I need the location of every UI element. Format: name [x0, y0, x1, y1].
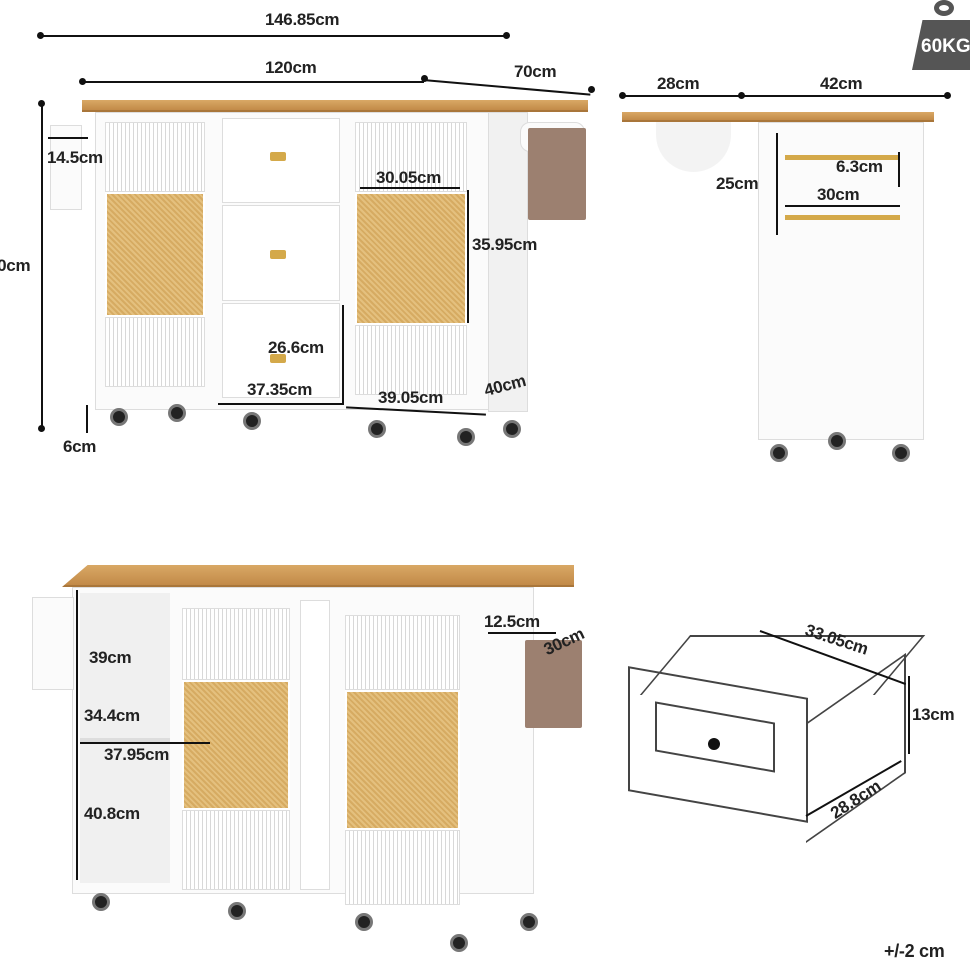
drawer-height-detail-label: 13cm: [912, 705, 955, 724]
weight-badge: 60KG: [912, 0, 970, 72]
door-width-label: 30.05cm: [376, 168, 442, 187]
rail-height-label: 6.3cm: [836, 157, 883, 176]
cabinet-width-label: 39.05cm: [378, 388, 444, 407]
shelf-depth-label: 34.4cm: [84, 706, 140, 725]
height-label: 90cm: [0, 256, 31, 275]
total-width-label: 146.85cm: [265, 10, 340, 29]
rack-depth-label: 12.5cm: [484, 612, 540, 631]
rack-width-label: 30cm: [817, 185, 860, 204]
weight-icon: [934, 0, 954, 16]
weight-label: 60KG: [921, 36, 970, 57]
lower-height-label: 40.8cm: [84, 804, 140, 823]
shelf-gap-label: 25cm: [716, 174, 759, 193]
drawer-height-label: 26.6cm: [268, 338, 324, 357]
top-width-label: 120cm: [265, 58, 317, 77]
upper-height-label: 39cm: [89, 648, 132, 667]
drawer-width-label: 37.35cm: [247, 380, 313, 399]
shelf-width-label: 37.95cm: [104, 745, 170, 764]
leaf-width-label: 28cm: [657, 74, 700, 93]
body-width-label: 42cm: [820, 74, 863, 93]
door-height-label: 35.95cm: [472, 235, 538, 254]
tolerance-note: +/-2 cm: [884, 941, 945, 961]
wheel-height-label: 6cm: [63, 437, 97, 456]
side-rack-label: 14.5cm: [47, 148, 103, 167]
depth-label: 70cm: [514, 62, 557, 81]
